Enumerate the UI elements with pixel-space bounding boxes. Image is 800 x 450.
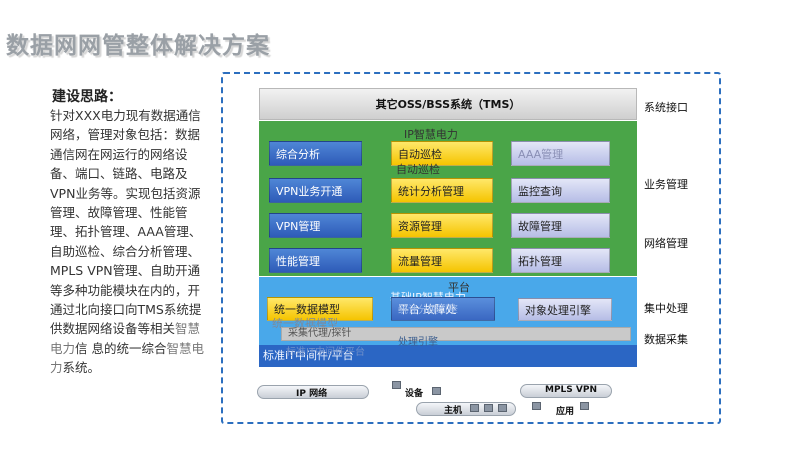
- ideas-body: 针对XXX电力现有数据通信网络，管理对象包括：数据通信网在网运行的网络设备、端口…: [50, 106, 208, 378]
- overlay-sj-eng: 处理引擎: [398, 337, 438, 348]
- cloud-ip: [257, 385, 369, 399]
- ideas-body-main: 针对XXX电力现有数据通信网络，管理对象包括：数据通信网在网运行的网络设备、端口…: [50, 108, 202, 337]
- oss-band: 其它OSS/BSS系统（TMS）: [259, 88, 637, 120]
- module-tysj: 统一数据模型: [267, 297, 373, 321]
- server-icon: [484, 404, 493, 412]
- app-icon: [532, 402, 541, 410]
- overlay-zdxj2: 自动巡检: [396, 163, 440, 176]
- cloud-mpls: [520, 384, 612, 398]
- overlay-tysj-ghost2: 统计分理引擎: [398, 305, 458, 316]
- ideas-body-end: 系统。: [62, 360, 101, 376]
- ideas-heading: 建设思路：: [52, 89, 122, 105]
- layer-label-interface: 系统接口: [644, 101, 688, 114]
- layer-label-central: 集中处理: [644, 302, 688, 315]
- overlay-ip-zhdl: IP智慧电力: [404, 128, 458, 141]
- module-llgl: 流量管理: [391, 248, 493, 273]
- page-title: 数据网网管整体解决方案: [6, 32, 270, 59]
- module-zdxj: 自动巡检: [391, 141, 493, 166]
- app-icon: [580, 402, 589, 410]
- module-aaa: AAA管理: [511, 141, 610, 166]
- module-vpnkt: VPN业务开通: [269, 178, 362, 203]
- module-zhfx: 综合分析: [269, 141, 362, 166]
- server-icon: [498, 404, 507, 412]
- overlay-pt: 平台: [448, 281, 470, 294]
- middleware-band: [259, 345, 637, 367]
- host-label: 主机: [444, 406, 463, 416]
- cloud-ip-label: IP 网络: [296, 389, 328, 399]
- module-gzgl: 故障管理: [511, 213, 610, 238]
- module-xngl: 性能管理: [269, 248, 362, 273]
- overlay-tysj-ghost: 统一数据模型: [272, 317, 338, 330]
- server-icon: [470, 404, 479, 412]
- overlay-bz-ghost: 标准IT中间件平台: [286, 347, 366, 358]
- layer-label-network: 网络管理: [644, 237, 688, 250]
- mpls-label: MPLS VPN: [545, 385, 597, 395]
- module-pt-gzc: 平台 故障处: [391, 297, 495, 321]
- module-tpgl: 拓扑管理: [511, 248, 610, 273]
- device-icon: [432, 387, 441, 395]
- module-tjfx: 统计分析管理: [391, 178, 493, 203]
- module-dxcl: 对象处理引擎: [518, 298, 612, 321]
- middleware-label: 标准IT中间件/平台: [263, 349, 354, 362]
- ideas-body-mid: 信 息的统一综合: [75, 340, 167, 356]
- module-vpngl: VPN管理: [269, 213, 362, 238]
- architecture-frame: [221, 72, 721, 424]
- app-label: 应用: [556, 407, 575, 417]
- layer-label-business: 业务管理: [644, 178, 688, 191]
- collect-bar: 采集代理/探针: [281, 327, 631, 341]
- layer-label-collect: 数据采集: [644, 333, 688, 346]
- ideas-body-tail2: 智慧电力: [50, 340, 205, 376]
- device-icon: [392, 381, 401, 389]
- module-jkcx: 监控查询: [511, 178, 610, 203]
- device-label: 设备: [405, 389, 424, 399]
- ideas-body-tail1: 智慧电力: [50, 321, 201, 356]
- module-zygl: 资源管理: [391, 213, 493, 238]
